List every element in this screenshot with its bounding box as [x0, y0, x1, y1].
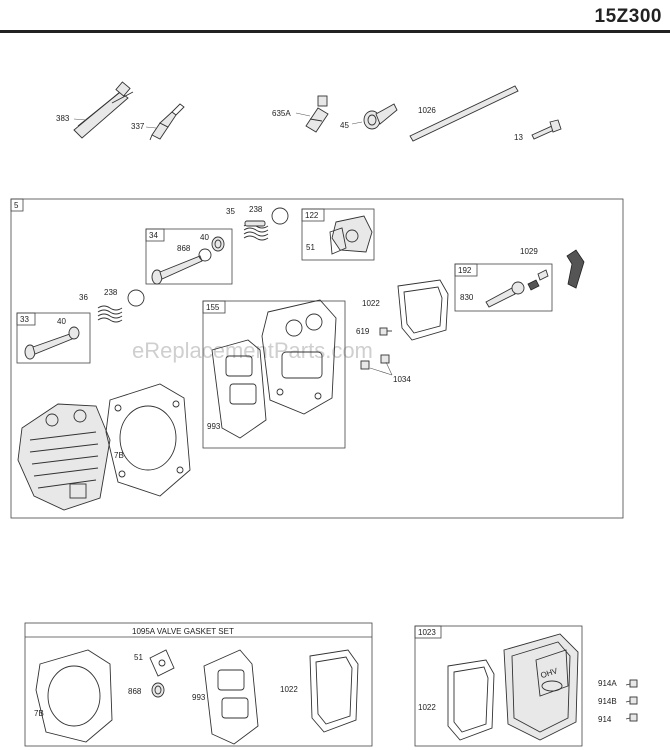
label-5: 5	[14, 201, 19, 210]
gasket-set-label-993: 993	[192, 693, 206, 702]
part-45[interactable]	[363, 103, 398, 130]
label-51a: 51	[306, 243, 315, 252]
part-238-retainer-a[interactable]	[271, 207, 289, 225]
part-914b-screw[interactable]	[625, 696, 638, 705]
label-7b: 7B	[114, 451, 124, 460]
box-34	[145, 228, 233, 285]
cover-label-914: 914	[598, 715, 612, 724]
box-122	[301, 208, 375, 261]
label-13: 13	[514, 133, 523, 142]
cover-label-914a: 914A	[598, 679, 617, 688]
gasket-set-label-7b: 7B	[34, 709, 44, 718]
gasket-set-label-51: 51	[134, 653, 143, 662]
gasket-set-1022[interactable]	[309, 649, 359, 733]
gasket-set-51[interactable]	[149, 649, 175, 677]
part-cylinder-head[interactable]	[17, 403, 111, 511]
label-1026: 1026	[418, 106, 436, 115]
gasket-set-label-868: 868	[128, 687, 142, 696]
box-192	[454, 263, 553, 312]
label-40a: 40	[200, 233, 209, 242]
part-13-bolt[interactable]	[531, 119, 562, 140]
part-35-spring[interactable]	[243, 220, 269, 241]
label-619: 619	[356, 327, 370, 336]
part-337-spark-plug[interactable]	[149, 103, 185, 141]
label-635a: 635A	[272, 109, 291, 118]
part-635a[interactable]	[305, 95, 329, 133]
page-title: 15Z300	[594, 6, 662, 27]
part-34-valve[interactable]	[151, 236, 225, 285]
label-122: 122	[305, 211, 319, 220]
part-33-valve[interactable]	[24, 326, 80, 360]
part-619-nut[interactable]	[379, 327, 392, 336]
label-383: 383	[56, 114, 70, 123]
label-1022: 1022	[362, 299, 380, 308]
label-36: 36	[79, 293, 88, 302]
gasket-set-993[interactable]	[203, 649, 259, 745]
box-155	[202, 300, 346, 449]
cover-box-frame	[414, 625, 583, 747]
label-830: 830	[460, 293, 474, 302]
cover-box-1022-gasket[interactable]	[447, 659, 495, 741]
cover-box-label-1022: 1022	[418, 703, 436, 712]
part-238-retainer-b[interactable]	[127, 289, 145, 307]
label-993: 993	[207, 422, 221, 431]
part-1026-pushrod[interactable]	[409, 85, 519, 142]
gasket-set-title: 1095A VALVE GASKET SET	[132, 627, 234, 636]
part-383-wrench[interactable]	[73, 81, 134, 139]
gasket-set-frame	[24, 622, 373, 747]
title-rule	[0, 30, 670, 33]
part-830-adjuster[interactable]	[485, 269, 549, 308]
part-914-screw[interactable]	[625, 713, 638, 722]
label-238b: 238	[104, 288, 118, 297]
part-1029-rocker-arm[interactable]	[566, 249, 585, 289]
label-45: 45	[340, 121, 349, 130]
cover-box-valve-cover[interactable]: OHV	[503, 633, 579, 741]
main-assembly-frame	[10, 198, 624, 519]
label-337: 337	[131, 122, 145, 131]
label-1034: 1034	[393, 375, 411, 384]
part-993-gasket[interactable]	[211, 339, 267, 439]
box-33	[16, 312, 91, 364]
part-7b-gasket[interactable]	[105, 383, 191, 497]
label-40b: 40	[57, 317, 66, 326]
label-155: 155	[206, 303, 220, 312]
part-155-head-gasket[interactable]	[261, 299, 337, 415]
gasket-set-label-1022: 1022	[280, 685, 298, 694]
part-122-breather[interactable]	[329, 215, 373, 255]
label-35: 35	[226, 207, 235, 216]
gasket-set-7b[interactable]	[35, 649, 113, 743]
label-868: 868	[177, 244, 191, 253]
gasket-set-868[interactable]	[151, 682, 165, 698]
label-34: 34	[149, 231, 158, 240]
label-1029: 1029	[520, 247, 538, 256]
part-1022-gasket[interactable]	[397, 279, 449, 341]
part-914a-screw[interactable]	[625, 679, 638, 688]
cover-label-914b: 914B	[598, 697, 617, 706]
part-1034-nut[interactable]	[360, 354, 390, 370]
part-36-spring[interactable]	[97, 305, 123, 323]
label-1023: 1023	[418, 628, 436, 637]
label-192: 192	[458, 266, 472, 275]
label-33: 33	[20, 315, 29, 324]
label-238a: 238	[249, 205, 263, 214]
